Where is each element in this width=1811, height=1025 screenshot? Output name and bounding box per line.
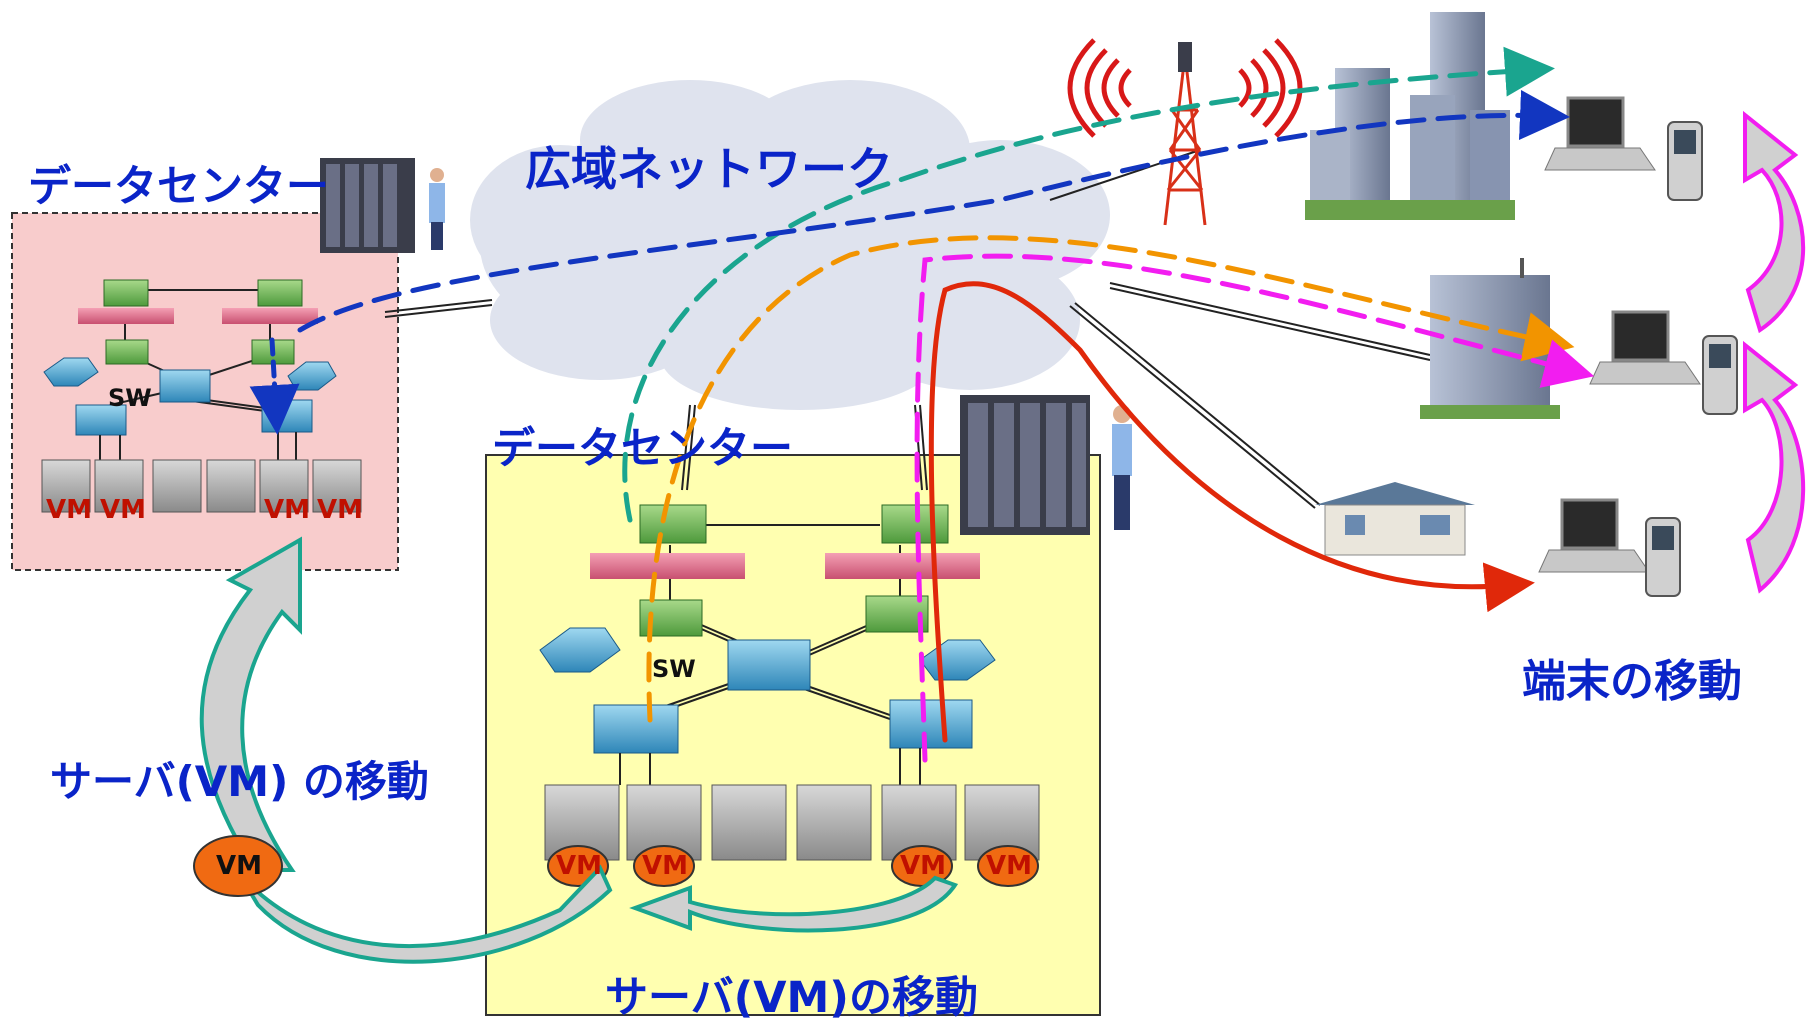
server-row-center — [544, 784, 1040, 861]
terminal-move-label: 端末の移動 — [1522, 656, 1742, 707]
flow-teal — [622, 46, 1555, 523]
flow-red — [928, 281, 1535, 743]
vm-ovals — [547, 845, 1039, 887]
laptop-icon — [1538, 498, 1650, 573]
operator-person — [429, 168, 445, 250]
datacenter-center-label: データセンター — [492, 424, 793, 474]
server-move-bottom-label: サーバ(VM)の移動 — [605, 973, 978, 1023]
flow-orange — [646, 235, 1575, 723]
vm-oval-moving — [193, 835, 283, 897]
sw-left-label: SW — [108, 384, 152, 412]
sw-center-label: SW — [652, 655, 696, 683]
datacenter-left-label: データセンター — [28, 162, 329, 212]
center-datacenter-equipment — [539, 395, 1132, 887]
left-datacenter-equipment — [41, 158, 445, 513]
terminal-move-arrows — [1743, 110, 1806, 594]
vm-label: VM — [264, 495, 310, 525]
house — [1315, 482, 1475, 556]
flow-blue-down — [249, 337, 300, 435]
wan-links — [384, 149, 1431, 509]
vm-label: VM — [100, 495, 146, 525]
laptop-icon — [1589, 310, 1701, 385]
city-buildings — [1305, 12, 1515, 220]
vm-migration-arrows — [199, 536, 959, 964]
server-move-left-label: サーバ(VM) の移動 — [50, 757, 429, 806]
server-row-left — [41, 459, 362, 513]
vm-oval-label: VM — [216, 851, 262, 881]
wan-label: 広域ネットワーク — [525, 142, 893, 196]
terminals — [1538, 96, 1738, 597]
phone-icon — [1645, 517, 1681, 597]
vm-label: VM — [46, 495, 92, 525]
operator-person — [1112, 405, 1132, 530]
vm-label: VM — [986, 851, 1032, 881]
phone-icon — [1667, 121, 1703, 201]
phone-icon — [1702, 335, 1738, 415]
flow-magenta — [914, 253, 1595, 763]
vm-label: VM — [642, 851, 688, 881]
vm-label: VM — [556, 851, 602, 881]
wan-cloud — [470, 80, 1110, 410]
flow-blue — [297, 89, 1570, 333]
vm-label: VM — [317, 495, 363, 525]
laptop-icon — [1544, 96, 1656, 171]
vm-label: VM — [900, 851, 946, 881]
